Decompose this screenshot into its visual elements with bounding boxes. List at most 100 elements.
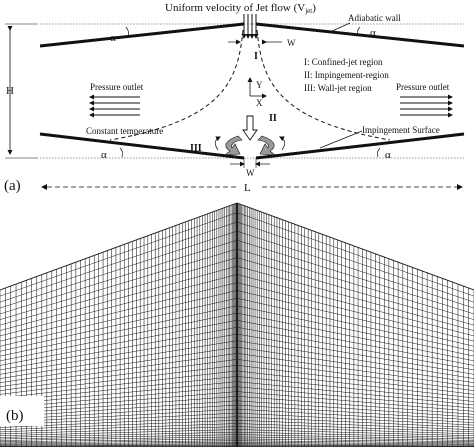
jet-velocity-label: Uniform velocity of Jet flow (Vjet)	[165, 2, 316, 15]
jet-boundary-right	[256, 29, 391, 141]
impingement-down-arrow	[242, 115, 258, 141]
panel-a-schematic: Uniform velocity of Jet flow (Vjet) Adia…	[4, 2, 465, 194]
mesh-line	[0, 431, 238, 438]
mesh-line	[236, 346, 474, 383]
mesh-line	[236, 426, 474, 435]
mesh-line	[236, 239, 474, 315]
pressure-outlet-left-arrows	[89, 94, 140, 118]
mesh-line	[236, 340, 474, 379]
mesh-line	[0, 370, 238, 399]
pressure-outlet-left-label: Pressure outlet	[90, 82, 144, 92]
mesh-line	[0, 221, 238, 303]
adiabatic-wall-leader	[329, 22, 351, 33]
mesh-line	[0, 434, 238, 440]
x-axis-label: X	[256, 98, 263, 108]
mesh-line	[236, 386, 474, 409]
alpha-bottom-left: α	[101, 149, 107, 161]
mesh-line	[236, 312, 474, 362]
legend-item-1: I: Confined-jet region	[304, 57, 383, 67]
mesh-line	[236, 333, 474, 375]
mesh-line	[236, 327, 474, 371]
computational-mesh-grid	[0, 202, 474, 447]
mesh-line	[236, 305, 474, 357]
mesh-line	[236, 290, 474, 347]
mesh-line	[236, 444, 474, 446]
mesh-line	[0, 230, 238, 309]
mesh-line	[0, 239, 238, 315]
mesh-line	[0, 212, 238, 297]
mesh-line	[236, 443, 474, 446]
mesh-line	[0, 320, 238, 366]
mesh-line	[0, 429, 238, 436]
mesh-line	[236, 431, 474, 438]
mesh-line	[236, 400, 474, 418]
alpha-bottom-right: α	[385, 149, 391, 161]
alpha-arc-top-right	[356, 26, 361, 37]
top-wall-left	[39, 22, 245, 48]
mesh-line	[0, 333, 238, 375]
mesh-line	[236, 423, 474, 433]
alpha-top-right: α	[370, 27, 376, 39]
mesh-line	[0, 290, 238, 347]
constant-temperature-label: Constant temperature	[86, 126, 163, 136]
mesh-line	[236, 391, 474, 412]
panel-a-label: (a)	[4, 178, 21, 194]
mesh-line	[236, 404, 474, 421]
mesh-line	[0, 312, 238, 362]
mesh-line	[236, 396, 474, 415]
alpha-top-left: α	[110, 32, 116, 44]
mesh-line	[236, 320, 474, 366]
mesh-line	[236, 230, 474, 309]
mesh-line	[0, 423, 238, 433]
mesh-line	[236, 202, 474, 291]
mesh-line	[236, 212, 474, 297]
top-wall-right	[255, 22, 465, 48]
mesh-line	[0, 444, 238, 446]
panel-b-label: (b)	[6, 408, 24, 424]
bottom-wall-right	[255, 132, 465, 160]
bottom-wall-left	[39, 132, 245, 160]
mesh-line	[0, 340, 238, 379]
mesh-line	[236, 376, 474, 402]
mesh-line	[0, 359, 238, 391]
pressure-outlet-right-arrows	[400, 94, 453, 118]
mesh-line	[236, 412, 474, 426]
region-I-label: I	[254, 51, 258, 62]
length-label: L	[244, 182, 251, 194]
mesh-line	[0, 440, 238, 444]
legend-item-3: III: Wall-jet region	[304, 83, 372, 93]
mesh-line	[236, 364, 474, 395]
region-III-label: III	[190, 143, 202, 154]
w-top-label: W	[287, 38, 296, 48]
mesh-line	[236, 248, 474, 320]
mesh-line	[236, 438, 474, 443]
mesh-line	[236, 221, 474, 303]
panel-b-mesh: (b)	[0, 202, 474, 447]
mesh-line	[236, 370, 474, 399]
alpha-arc-top-left	[125, 26, 130, 38]
alpha-arc-bottom-left	[119, 147, 124, 158]
mesh-line	[0, 426, 238, 435]
mesh-line	[236, 440, 474, 444]
inlet-jet-arrows	[241, 14, 259, 39]
mesh-line	[0, 346, 238, 383]
mesh-line	[236, 416, 474, 428]
mesh-line	[0, 297, 238, 352]
mesh-line	[0, 443, 238, 446]
mesh-line	[236, 353, 474, 387]
mesh-line	[0, 436, 238, 441]
mesh-line	[0, 202, 238, 291]
mesh-line	[0, 353, 238, 387]
mesh-line	[236, 419, 474, 431]
mesh-line	[0, 438, 238, 443]
y-axis-label: Y	[256, 80, 263, 90]
mesh-line	[0, 305, 238, 357]
jet-boundary-left	[109, 29, 244, 141]
mesh-line	[236, 282, 474, 342]
mesh-line	[0, 274, 238, 337]
mesh-line	[0, 265, 238, 331]
mesh-line	[236, 257, 474, 326]
wall-jet-curved-arrows	[214, 135, 286, 156]
mesh-line	[236, 297, 474, 352]
